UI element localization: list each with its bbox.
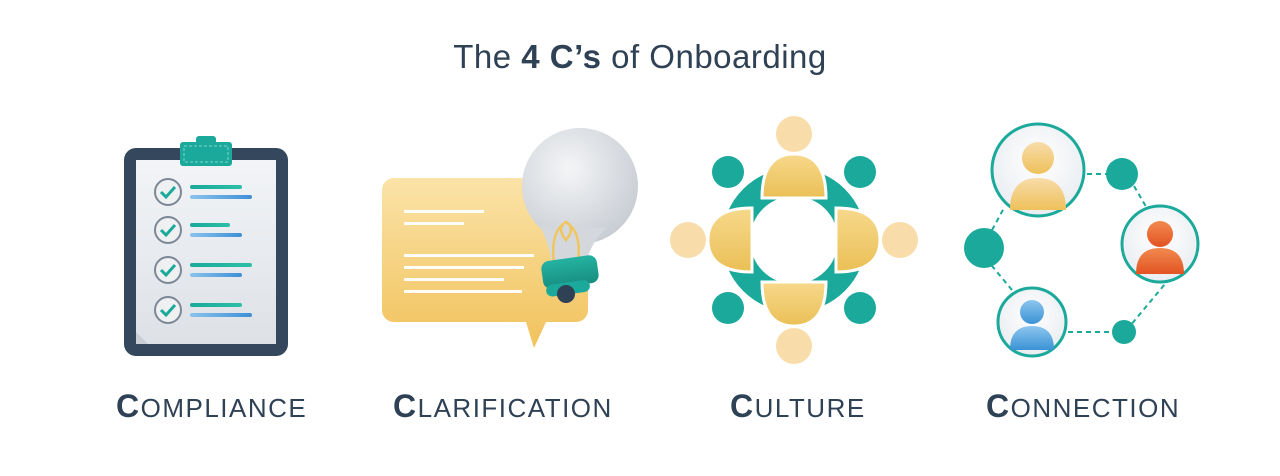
label-rest: LARIFICATION <box>417 393 613 423</box>
lightbulb-speech-bubble-icon <box>376 122 646 352</box>
title-bold: 4 C’s <box>521 38 602 75</box>
label-clarification: CLARIFICATION <box>393 388 613 425</box>
label-culture: CULTURE <box>730 388 866 425</box>
label-rest: OMPLIANCE <box>140 393 308 423</box>
page-title: The 4 C’s of Onboarding <box>0 38 1280 76</box>
label-initial: C <box>393 388 418 424</box>
label-initial: C <box>730 388 755 424</box>
title-prefix: The <box>453 38 512 75</box>
network-people-icon <box>958 118 1208 362</box>
label-connection: CONNECTION <box>986 388 1180 425</box>
label-rest: ONNECTION <box>1010 393 1181 423</box>
clipboard-checklist-icon <box>118 132 298 362</box>
title-suffix: of Onboarding <box>611 38 827 75</box>
label-rest: ULTURE <box>754 393 866 423</box>
people-circle-icon <box>664 112 924 368</box>
label-initial: C <box>986 388 1011 424</box>
label-initial: C <box>116 388 141 424</box>
label-compliance: COMPLIANCE <box>116 388 307 425</box>
